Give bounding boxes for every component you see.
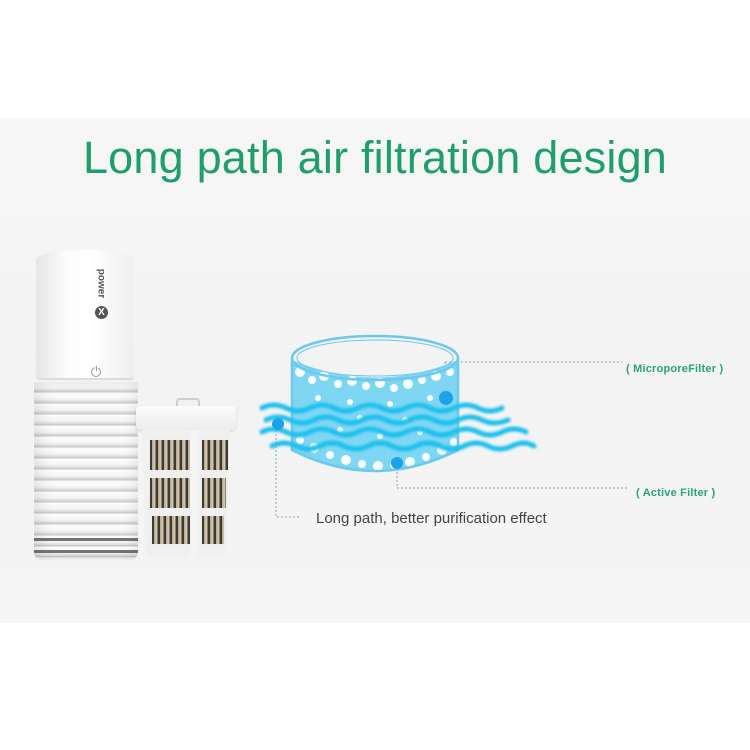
carbon-filter-panel [200,514,226,546]
highlight-dots [272,391,453,469]
micropore-filter-label: ( MicroporeFilter ) [626,363,724,375]
carbon-filter-panel [150,514,194,546]
carbon-filter-panel [200,438,230,472]
brand-mark-icon: X [95,306,108,319]
filter-cylinder-outline [290,334,460,473]
cartridge-handle [176,398,200,408]
caption-text: Long path, better purification effect [316,510,547,527]
device-upper-shell: power X [36,250,134,380]
device-vent-ribs [34,382,138,560]
carbon-filter-panel [148,438,192,472]
cartridge-strap [190,430,198,556]
page-title: Long path air filtration design [82,132,668,183]
filter-cartridge [136,398,236,563]
carbon-filter-panel [200,476,228,510]
cartridge-body [142,430,230,556]
active-filter-label: ( Active Filter ) [636,487,716,499]
cartridge-rim [136,406,236,430]
brand-logo: power X [94,268,108,320]
device-base-slot [34,538,138,541]
air-purifier-device: power X [34,250,138,562]
power-icon [91,365,101,377]
carbon-filter-panel [148,476,192,510]
airflow-waves [259,402,537,452]
device-base-slot [34,550,138,553]
